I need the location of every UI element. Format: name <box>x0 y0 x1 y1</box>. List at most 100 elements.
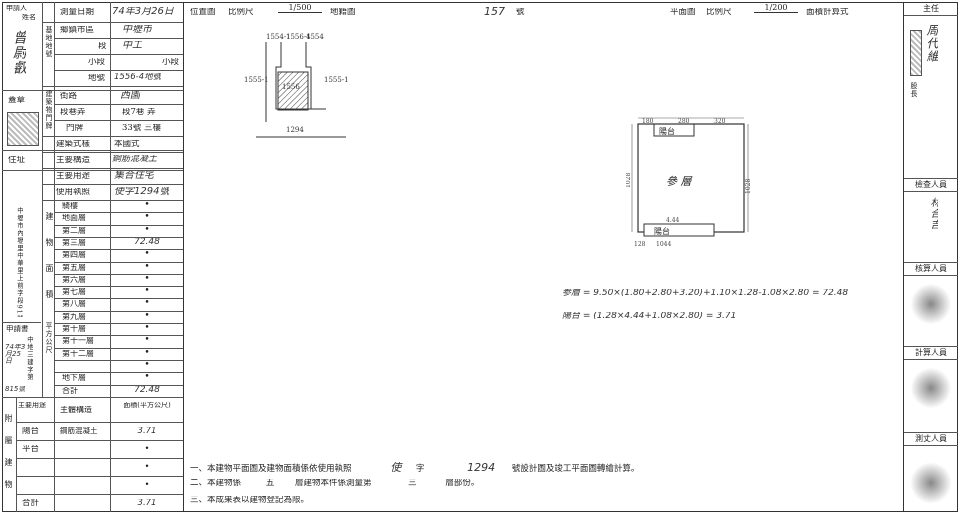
floor-area: • <box>144 274 150 284</box>
floor-label: 地面層 <box>62 214 86 223</box>
location-map-label: 位置圖 <box>190 8 216 17</box>
floor-area: • <box>144 311 150 321</box>
road-lot-label: 1294 <box>286 126 304 134</box>
plan-scale-label: 比例尺 <box>706 8 732 17</box>
address-label: 住址 <box>8 156 26 165</box>
floor-area: • <box>144 348 150 358</box>
cadastral-map-label: 地籍圖 <box>330 8 356 17</box>
attached-area-header: 面積(平方公尺) <box>123 402 171 409</box>
left-info-table: 申請人 姓名 曾尉叡 蓋章 住址 中壢市內壢里中華里上前字段91號 申請書 中地… <box>2 2 184 512</box>
alley-value: 段7巷 弄 <box>122 108 156 117</box>
surveyor-label: 測丈人員 <box>904 432 958 446</box>
township-value: 中壢市 <box>122 25 152 35</box>
floor-label: 第十層 <box>62 325 86 333</box>
checker-signature: 林合吉 <box>928 197 938 230</box>
floor-label: 第十二層 <box>62 349 94 358</box>
floor-label: 第十一層 <box>62 337 94 346</box>
door-label: 門牌 <box>66 124 84 133</box>
permit-value: 使字1294號 <box>114 187 170 197</box>
drawing-area: 位置圖 比例尺 1/500 地籍圖 157 號 平面圖 比例尺 1/200 面積… <box>186 2 902 512</box>
floor-label: 地下層 <box>62 374 86 383</box>
floor-label: 合計 <box>62 386 78 395</box>
director-label: 主任 <box>904 2 958 16</box>
floor-label: 第四層 <box>62 251 86 260</box>
structure-label: 主要構造 <box>56 156 91 165</box>
attached-area: • <box>144 445 150 454</box>
calc-line-1: 参層 = 9.50×(1.80+2.80+3.20)+1.10×1.28-1.0… <box>562 289 849 298</box>
floor-area: 72.48 <box>134 385 160 395</box>
attached-structure-header: 主體構造 <box>60 406 92 414</box>
plan-label: 平面圖 <box>670 8 696 17</box>
location-scale-label: 比例尺 <box>228 8 254 17</box>
attached-use-header: 主要用途 <box>18 402 46 409</box>
floor-area: • <box>144 373 150 383</box>
lot-label-d: 1555-1 <box>244 76 269 84</box>
permit-label: 使用執照 <box>56 188 91 197</box>
attached-use: 平台 <box>22 445 40 454</box>
section-label: 段 <box>98 42 107 51</box>
floor-label: 第九層 <box>62 312 86 321</box>
checker-label: 檢查人員 <box>904 178 958 192</box>
dim-8: 1044 <box>656 241 671 248</box>
subsection-label: 小段 <box>88 58 106 67</box>
survey-date-value: 74年3月26日 <box>112 7 174 17</box>
note-3: 三、本成果表以建物登記為限。 <box>190 496 310 505</box>
subsection-value: 小段 <box>162 58 180 67</box>
office-label: 申請書 <box>6 325 29 333</box>
applicant-signature: 曾尉叡 <box>12 30 26 75</box>
road-value: 西園 <box>120 91 140 101</box>
floor-area: • <box>144 287 150 297</box>
attached-use: 陽台 <box>22 427 40 436</box>
attached-area: 3.71 <box>137 427 157 436</box>
surveyor-stamp <box>910 462 952 504</box>
alley-label: 段巷弄 <box>60 108 86 117</box>
note-2: 二、本建物係 五 層建物本件係測量第 三 層部份。 <box>190 479 480 488</box>
unit-label: 平方公尺 <box>45 322 52 354</box>
use-value: 集合住宅 <box>114 171 154 181</box>
lot-label-f: 1555-1 <box>324 76 349 84</box>
calculator-stamp <box>910 368 952 408</box>
balcony-bottom-label: 陽台 <box>654 226 670 236</box>
lot-label: 地號 <box>88 74 106 83</box>
township-label: 鄉鎮市區 <box>60 26 95 35</box>
lot-label-c: 1554 <box>306 33 324 41</box>
floor-area: • <box>144 336 150 346</box>
floor-label: 第五層 <box>62 263 86 272</box>
door-value: 33號 三樓 <box>122 124 162 133</box>
style-value: 本國式 <box>114 140 140 149</box>
floor-area: • <box>144 324 150 333</box>
floor-area: • <box>144 299 150 309</box>
attached-header: 附屬建物 <box>4 414 12 502</box>
floor-label: 騎樓 <box>62 202 78 210</box>
floor-area: • <box>144 262 150 272</box>
year-note: 74年3月25日 <box>5 344 26 365</box>
floor-area: • <box>144 250 150 260</box>
applicant-header: 申請人 <box>6 5 27 12</box>
applicant-name-label: 姓名 <box>22 14 36 21</box>
reviewer-stamp <box>910 284 952 324</box>
dim-6: 4.44 <box>666 217 680 224</box>
lot-label-a: 1554-1 <box>266 33 291 41</box>
attached-area: • <box>144 463 150 472</box>
section-chief-label: 股長 <box>910 82 917 98</box>
structure-value: 鋼筋混凝土 <box>112 155 158 164</box>
floor-label: 第六層 <box>62 275 86 284</box>
director-signature: 周代維 <box>926 24 938 63</box>
attached-area: • <box>144 481 150 490</box>
calculator-label: 計算人員 <box>904 346 958 360</box>
approval-column: 主任 周代維 股長 檢查人員 林合吉 核算人員 計算人員 測丈人員 <box>903 2 958 512</box>
location-sketch: 1554-1 1556-4 1554 1555-1 1556 1555-1 12… <box>244 33 349 138</box>
attached-use: 合計 <box>22 499 40 508</box>
floor-area: • <box>144 201 150 210</box>
attached-area: 3.71 <box>137 499 157 508</box>
map-number: 157 <box>484 6 505 17</box>
seal-stamp <box>7 112 39 146</box>
floor-label: 第八層 <box>62 300 86 309</box>
seal-label: 蓋章 <box>8 96 26 105</box>
floor-area: • <box>144 360 150 370</box>
address-value: 中壢市內壢里中華里上前字段91號 <box>16 207 23 317</box>
floor-label: 第三層 <box>62 238 86 247</box>
floor-area: • <box>144 225 150 235</box>
base-lot-group: 基地地號 <box>45 26 52 58</box>
plan-method-label: 面積計算式 <box>806 8 849 17</box>
